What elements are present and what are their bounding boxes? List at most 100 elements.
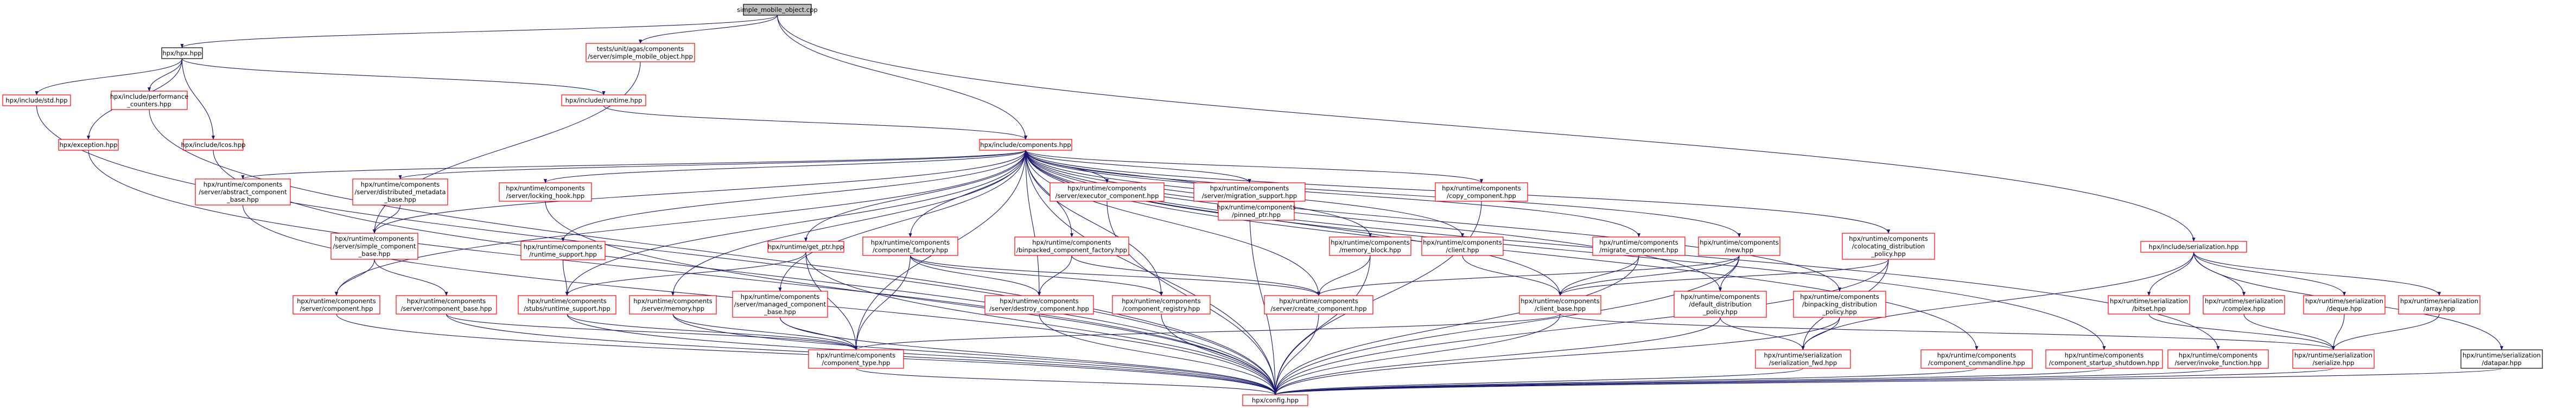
file-node-component-type[interactable]: hpx/runtime/components/component_type.hp… [808, 349, 904, 369]
file-node-client-hpp[interactable]: hpx/runtime/components/client.hpp [1421, 236, 1504, 256]
file-node-comp-factory[interactable]: hpx/runtime/components/component_factory… [862, 236, 958, 256]
file-node-ser-fwd[interactable]: hpx/runtime/serialization/serialization_… [1755, 349, 1851, 369]
file-node-server-memory[interactable]: hpx/runtime/components/server/memory.hpp [629, 295, 717, 315]
file-node-comp-startup[interactable]: hpx/runtime/components/component_startup… [2045, 349, 2163, 369]
file-node-component-base[interactable]: hpx/runtime/components/server/component_… [396, 295, 497, 315]
file-node-stubs-runtime[interactable]: hpx/runtime/components/stubs/runtime_sup… [518, 295, 616, 315]
file-node-ser-serialize[interactable]: hpx/runtime/serialization/serialize.hpp [2292, 349, 2375, 369]
file-node-perf[interactable]: hpx/include/performance_counters.hpp [110, 91, 188, 110]
file-node-ser-complex[interactable]: hpx/runtime/serialization/complex.hpp [2203, 295, 2285, 315]
file-node-default-dist[interactable]: hpx/runtime/components/default_distribut… [1674, 291, 1767, 318]
edge-components-to-create-comp [1025, 150, 1321, 296]
file-node-destroy-comp[interactable]: hpx/runtime/components/server/destroy_co… [984, 295, 1094, 315]
edge-binpacked-factory-to-destroy-comp [1037, 255, 1072, 296]
edge-root-to-hpx-hpp [180, 15, 778, 48]
file-node-simple-base[interactable]: hpx/runtime/components/server/simple_com… [330, 233, 418, 260]
edge-client-base-to-config [1273, 313, 1561, 395]
file-node-tests-simple[interactable]: tests/unit/agas/components/server/simple… [586, 43, 695, 62]
node-label-line: hpx/runtime/components [1000, 297, 1078, 305]
file-node-incl-serialization[interactable]: hpx/include/serialization.hpp [2140, 241, 2247, 253]
node-label-line: hpx/config.hpp [1252, 396, 1299, 404]
edge-ser-fwd-to-config [1274, 368, 1804, 395]
file-node-ser-bitset[interactable]: hpx/runtime/serialization/bitset.hpp [2108, 295, 2190, 315]
file-node-get-ptr[interactable]: hpx/runtime/get_ptr.hpp [767, 241, 844, 253]
edge-ser-deque-to-ser-serialize [2331, 313, 2345, 350]
edge-colocating-to-client-base [1559, 259, 1889, 296]
file-node-client-base[interactable]: hpx/runtime/components/client_base.hpp [1519, 295, 1601, 315]
file-node-locking-hook[interactable]: hpx/runtime/components/server/locking_ho… [499, 182, 592, 202]
edge-colocating-to-config [1273, 259, 1889, 395]
node-label-line: /server/component.hpp [300, 305, 373, 312]
edge-incl-runtime-to-components [603, 105, 1027, 140]
node-label-line: hpx/runtime/components [527, 297, 606, 305]
node-label-line: hpx/runtime/components [1279, 297, 1358, 305]
file-node-binpacked-factory[interactable]: hpx/runtime/components/binpacked_compone… [1014, 236, 1129, 256]
edge-simple-base-to-server-component [334, 259, 375, 296]
file-node-comp-registry[interactable]: hpx/runtime/components/component_registr… [1112, 295, 1211, 315]
node-box [979, 139, 1072, 151]
node-label-line: hpx/include/components.hpp [980, 141, 1071, 149]
file-node-memory-block[interactable]: hpx/runtime/components/memory_block.hpp [1329, 236, 1411, 256]
file-node-lcos[interactable]: hpx/include/lcos.hpp [181, 139, 246, 151]
node-label-line: hpx/runtime/components [1800, 293, 1879, 300]
edge-components-to-default-dist [1025, 150, 1722, 292]
edge-components-to-migrate-component [1025, 150, 1640, 238]
file-node-abstract-base[interactable]: hpx/runtime/components/server/abstract_c… [195, 178, 291, 206]
edge-component-type-to-config [855, 368, 1277, 395]
node-label-line: hpx/runtime/serialization [2294, 351, 2373, 359]
file-node-colocating[interactable]: hpx/runtime/components/colocating_distri… [1842, 233, 1935, 260]
node-box [1421, 236, 1504, 256]
node-label-line: hpx/runtime/components [741, 293, 819, 300]
node-label-line: /component_registry.hpp [1123, 305, 1200, 312]
file-node-pinned-ptr[interactable]: hpx/runtime/components/pinned_ptr.hpp [1217, 201, 1296, 221]
node-box [396, 295, 497, 315]
file-node-root[interactable]: simple_mobile_object.cpp [737, 4, 818, 16]
file-node-incl-runtime[interactable]: hpx/include/runtime.hpp [561, 94, 646, 106]
edge-ser-array-to-ser-serialize [2331, 313, 2440, 350]
file-node-hpx-hpp[interactable]: hpx/hpx.hpp [161, 47, 203, 59]
edge-invoke-function-to-config [1274, 368, 2219, 395]
file-node-create-comp[interactable]: hpx/runtime/components/server/create_com… [1264, 295, 1373, 315]
node-label-line: hpx/include/performance [110, 93, 188, 100]
node-label-line: /binpacking_distribution [1802, 300, 1877, 308]
file-node-migration-support[interactable]: hpx/runtime/components/server/migration_… [1193, 182, 1306, 202]
node-label-line: hpx/include/serialization.hpp [2149, 243, 2239, 251]
node-box [161, 47, 203, 59]
node-label-line: /runtime_support.hpp [529, 251, 597, 258]
file-node-new-hpp[interactable]: hpx/runtime/components/new.hpp [1698, 236, 1780, 256]
node-box [183, 139, 244, 151]
file-node-incl-std[interactable]: hpx/include/std.hpp [2, 94, 71, 106]
file-node-components[interactable]: hpx/include/components.hpp [979, 139, 1072, 151]
edge-hpx-hpp-to-lcos [181, 58, 215, 140]
file-node-comp-cmdline[interactable]: hpx/runtime/components/component_command… [1920, 349, 2033, 369]
edge-memory-block-to-create-comp [1316, 255, 1371, 296]
node-label-line: /server/invoke_function.hpp [2174, 359, 2261, 367]
file-node-exception[interactable]: hpx/exception.hpp [58, 139, 119, 151]
file-node-invoke-function[interactable]: hpx/runtime/components/server/invoke_fun… [2167, 349, 2269, 369]
edge-hpx-hpp-to-perf [147, 58, 183, 92]
edge-components-to-locking-hook [544, 150, 1026, 183]
node-label-line: hpx/hpx.hpp [162, 49, 201, 57]
file-node-ser-deque[interactable]: hpx/runtime/serialization/deque.hpp [2303, 295, 2386, 315]
node-label-line: /server/destroy_component.hpp [989, 305, 1089, 312]
node-label-line: /bitset.hpp [2132, 305, 2166, 312]
file-node-ser-array[interactable]: hpx/runtime/serialization/array.hpp [2398, 295, 2480, 315]
file-node-copy-component[interactable]: hpx/runtime/components/copy_component.hp… [1435, 182, 1528, 202]
file-node-migrate-component[interactable]: hpx/runtime/components/migrate_component… [1592, 236, 1685, 256]
node-label-line: /component_commandline.hpp [1928, 359, 2025, 367]
edge-distributed-meta-to-simple-base [372, 204, 401, 234]
edge-default-dist-to-ser-fwd [1720, 317, 1805, 350]
file-node-config[interactable]: hpx/config.hpp [1242, 394, 1308, 406]
node-label-line: hpx/runtime/components [633, 297, 712, 305]
file-node-server-component[interactable]: hpx/runtime/components/server/component.… [292, 295, 380, 315]
file-node-distributed-meta[interactable]: hpx/runtime/components/server/distribute… [352, 178, 448, 206]
edge-components-to-comp-factory [908, 150, 1026, 238]
file-node-binpacking-dist[interactable]: hpx/runtime/components/binpacking_distri… [1793, 291, 1886, 318]
file-node-managed-base[interactable]: hpx/runtime/components/server/managed_co… [732, 291, 828, 318]
file-node-executor-comp[interactable]: hpx/runtime/components/server/executor_c… [1050, 182, 1165, 202]
file-node-ser-datapar[interactable]: hpx/runtime/serialization/datapar.hpp [2460, 349, 2543, 369]
edge-client-base-to-ser-serialize [1560, 313, 2335, 350]
file-node-runtime-support[interactable]: hpx/runtime/components/runtime_support.h… [520, 241, 606, 260]
edge-components-to-abstract-base [241, 150, 1026, 180]
node-label-line: hpx/runtime/components [1937, 351, 2016, 359]
